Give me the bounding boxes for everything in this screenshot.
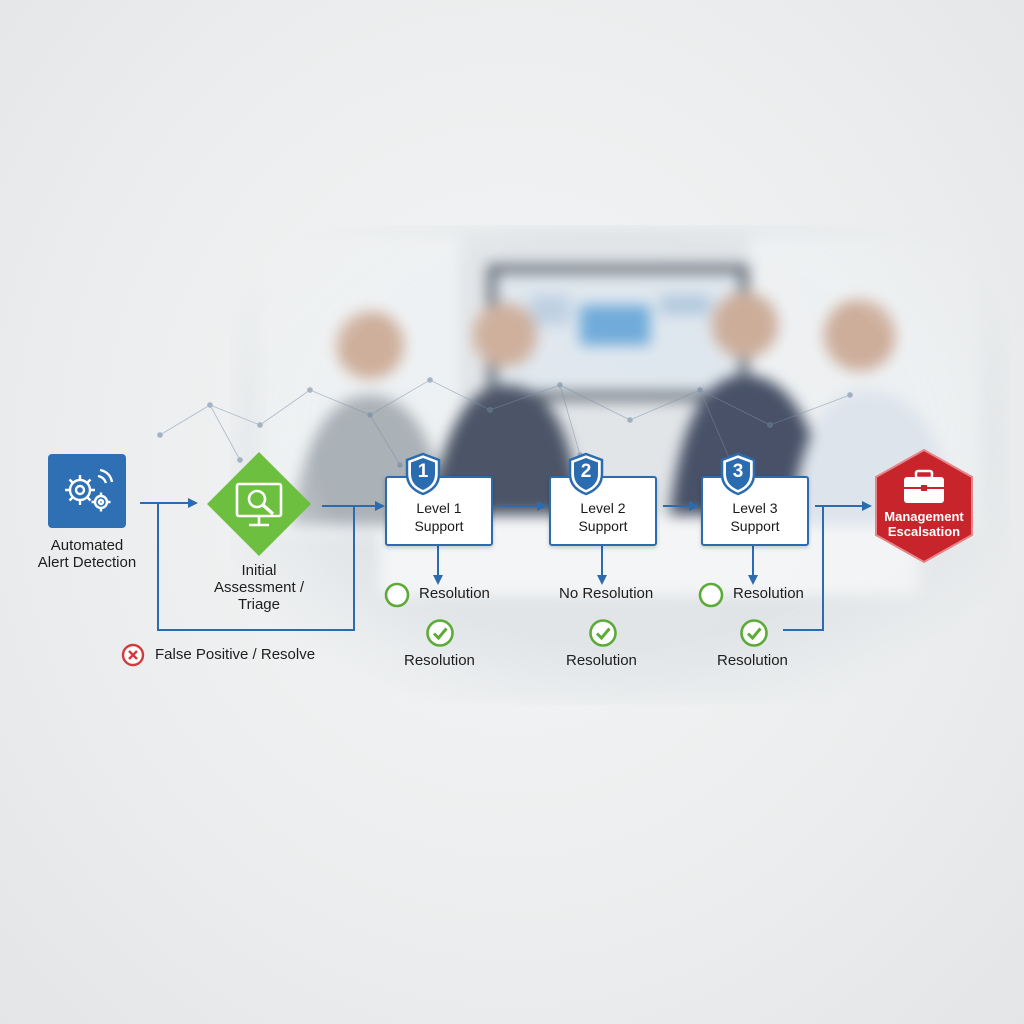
management-escalation-label: Management Escalsation: [884, 509, 964, 539]
management-escalation-node[interactable]: Management Escalsation: [872, 446, 976, 566]
l2-check-circle-icon: [588, 618, 618, 648]
l2-no-resolution-label: No Resolution: [559, 585, 654, 602]
l2-resolution-check-label: Resolution: [566, 652, 637, 669]
triage-label: Initial Assessment / Triage: [213, 562, 305, 613]
level3-support-label: Level 3 Support: [730, 500, 780, 534]
line-false-positive-loop: [157, 503, 355, 631]
l3-check-circle-icon: [739, 618, 769, 648]
level2-shield-icon: 2: [567, 452, 605, 496]
level2-support-box[interactable]: Level 2 Support: [549, 476, 657, 546]
line-level3-return: [783, 506, 824, 631]
monitor-search-icon: [207, 452, 311, 556]
l1-resolution-check-label: Resolution: [404, 652, 475, 669]
alert-detection-node[interactable]: [48, 454, 126, 528]
level1-support-box[interactable]: Level 1 Support: [385, 476, 493, 546]
level1-shield-icon: 1: [404, 452, 442, 496]
level2-support-label: Level 2 Support: [578, 500, 628, 534]
l3-resolution-label: Resolution: [733, 585, 804, 602]
x-circle-icon: [121, 643, 145, 667]
l3-resolution-check-label: Resolution: [717, 652, 788, 669]
alert-detection-label: Automated Alert Detection: [37, 537, 137, 571]
l1-resolution-label: Resolution: [419, 585, 490, 602]
level1-support-label: Level 1 Support: [414, 500, 464, 534]
gears-icon: [48, 454, 126, 528]
l3-open-circle-icon: [698, 582, 724, 608]
briefcase-icon: [904, 469, 944, 503]
l1-open-circle-icon: [384, 582, 410, 608]
level2-badge: 2: [580, 461, 592, 482]
triage-node[interactable]: [205, 450, 313, 558]
l1-check-circle-icon: [425, 618, 455, 648]
level3-shield-icon: 3: [719, 452, 757, 496]
network-decoration: [157, 377, 853, 468]
level3-badge: 3: [732, 461, 744, 482]
false-positive-label: False Positive / Resolve: [155, 646, 316, 663]
level1-badge: 1: [417, 461, 429, 482]
